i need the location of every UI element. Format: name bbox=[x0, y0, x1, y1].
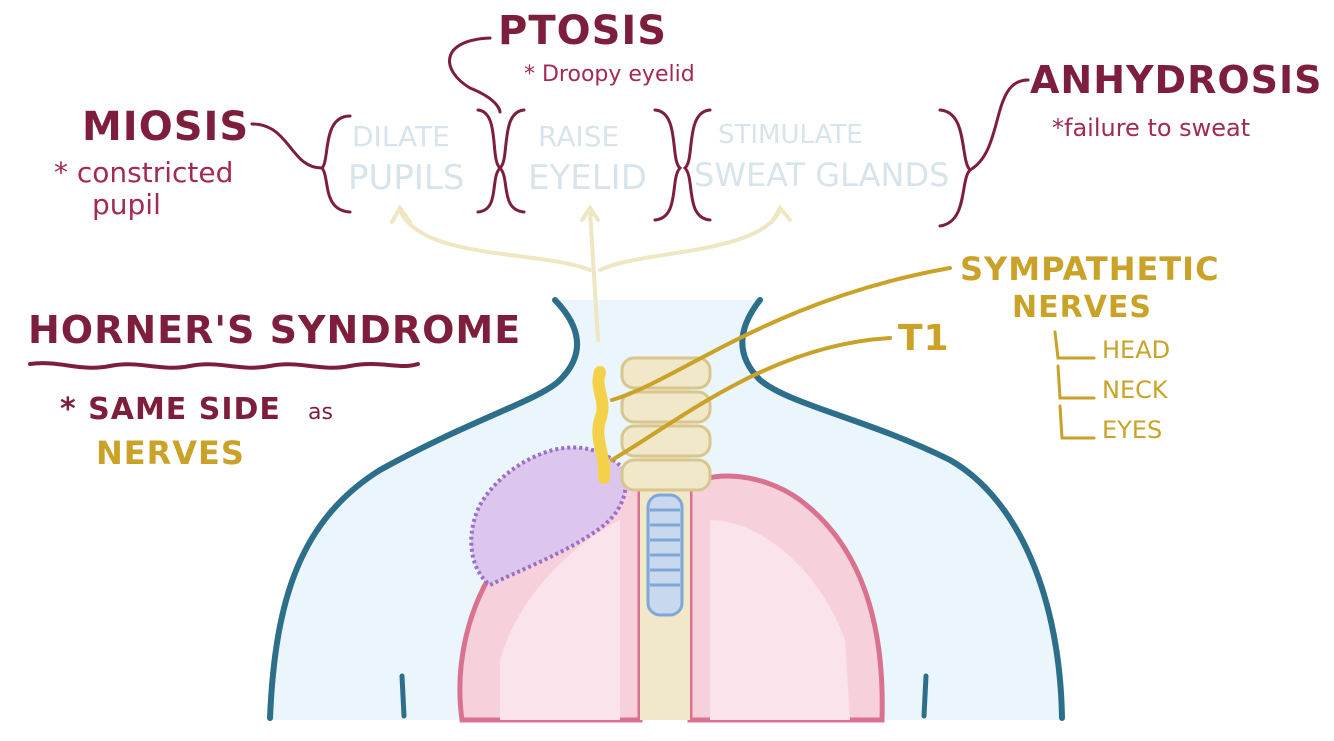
raise-label-1: RAISE bbox=[538, 120, 619, 153]
stimulate-label-2: SWEAT GLANDS bbox=[694, 156, 949, 194]
miosis-note-2: pupil bbox=[92, 188, 161, 221]
same-side-label: * SAME SIDE bbox=[60, 392, 281, 427]
dilate-label-1: DILATE bbox=[352, 120, 450, 153]
ptosis-title: PTOSIS bbox=[498, 8, 667, 54]
left-arm-line bbox=[402, 676, 404, 716]
t1-label: T1 bbox=[898, 318, 950, 359]
miosis-title: MIOSIS bbox=[82, 104, 249, 150]
raise-label-2: EYELID bbox=[528, 158, 647, 198]
nerves-title: NERVES bbox=[1012, 290, 1152, 325]
same-side-nerves: NERVES bbox=[96, 434, 245, 472]
miosis-note-1: * constricted bbox=[54, 156, 233, 189]
title-underline bbox=[30, 363, 418, 368]
ptosis-note: * Droopy eyelid bbox=[524, 62, 695, 87]
right-arm-line bbox=[924, 676, 926, 716]
anhydrosis-title: ANHYDROSIS bbox=[1030, 58, 1323, 102]
stimulate-label-1: STIMULATE bbox=[718, 120, 863, 150]
neck-label: NECK bbox=[1102, 376, 1168, 404]
nerve-target-ticks bbox=[1055, 332, 1094, 438]
anhydrosis-note: *failure to sweat bbox=[1052, 114, 1250, 142]
same-side-as: as bbox=[308, 400, 333, 425]
head-label: HEAD bbox=[1102, 336, 1170, 364]
eyes-label: EYES bbox=[1102, 416, 1162, 444]
dilate-label-2: PUPILS bbox=[348, 158, 464, 198]
sympathetic-title: SYMPATHETIC bbox=[960, 250, 1220, 288]
sympathetic-chain bbox=[598, 372, 604, 478]
horners-title: HORNER'S SYNDROME bbox=[28, 308, 521, 352]
